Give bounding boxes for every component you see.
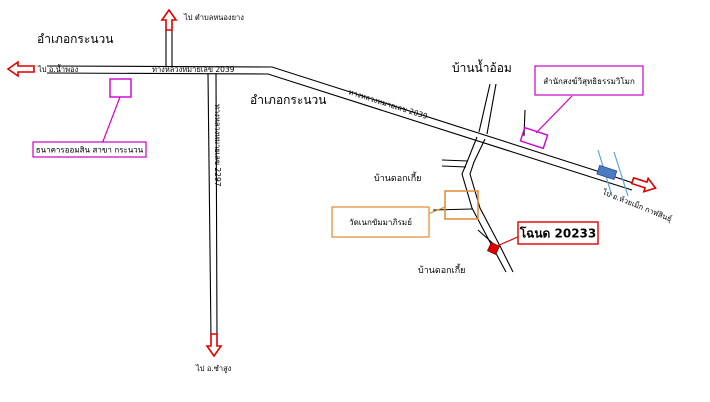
temple-label-box [331, 206, 430, 238]
nam-om-road-right [486, 83, 497, 135]
direction-label-west: ไป อ.น้ำพอง [37, 64, 79, 74]
east-arrow-icon [630, 176, 657, 193]
nam-om-road-left [478, 83, 491, 133]
monastery-label: สำนักสงฆ์วิสุทธิธรรมวิโมก [543, 76, 635, 86]
spur-road-top [441, 159, 469, 162]
temple-label: วัดเนกขัมมาภิรมย์ [349, 217, 412, 227]
highway-2039-bottom-edge [46, 72, 633, 191]
district-label-nw: อำเภอกระนวน [37, 32, 113, 46]
temple-marker [444, 190, 479, 220]
bridge-icon [596, 164, 618, 181]
road-label-2039-east: ทางหลวงหมายเลข 2039 [347, 87, 429, 121]
bridge-crossing [596, 149, 629, 197]
plot-label: โฉนด 20233 [519, 226, 597, 241]
monastery-leader-line [535, 95, 573, 134]
landmarks: ธนาคารออมสิน สาขา กระนวน สำนักสงฆ์วิสุทธ… [32, 65, 644, 256]
direction-label-north: ไป ตำบลหนองยาง [183, 13, 244, 22]
river-line-2 [613, 151, 629, 197]
direction-label-east: ไป อ.ห้วยเม็ก กาฬสินธุ์ [600, 186, 673, 223]
direction-label-south: ไป อ.ซำสูง [195, 364, 232, 373]
village-label-khok-kia-1: บ้านดอกเกี้ย [374, 171, 421, 184]
plot-label-box [517, 221, 599, 245]
north-arrow-icon [160, 8, 178, 31]
monastery-label-box [534, 65, 644, 96]
plot-leader-line [496, 235, 521, 247]
south-arrow-icon [205, 333, 223, 358]
road-label-2297: ทางหลวงหมายเลข 2297 [213, 104, 222, 187]
highway-2297-left [207, 73, 212, 339]
district-label-center: อำเภอกระนวน [250, 93, 326, 107]
village-label-nam-om: บ้านน้ำอ้อม [452, 59, 512, 75]
highway-2039-top-edge [46, 65, 637, 185]
bank-leader-line [101, 96, 121, 145]
spur-road-bottom [441, 165, 467, 168]
bank-label: ธนาคารออมสิน สาขา กระนวน [36, 146, 144, 155]
highway-2297-right [215, 73, 218, 339]
road-label-2039-west: ทางหลวงหมายเลข 2039 [152, 65, 235, 74]
direction-arrows [6, 8, 657, 358]
village-label-khok-kia-2: บ้านดอกเกี้ย [418, 263, 465, 276]
bank-label-box [32, 141, 147, 158]
khok-kia-road-left [461, 136, 507, 273]
monastery-marker [519, 126, 549, 150]
west-arrow-icon [6, 60, 35, 78]
plot-marker-icon [486, 241, 501, 256]
bank-marker [109, 78, 132, 98]
temple-leader-line [427, 206, 446, 215]
monastery-branch [523, 109, 526, 137]
